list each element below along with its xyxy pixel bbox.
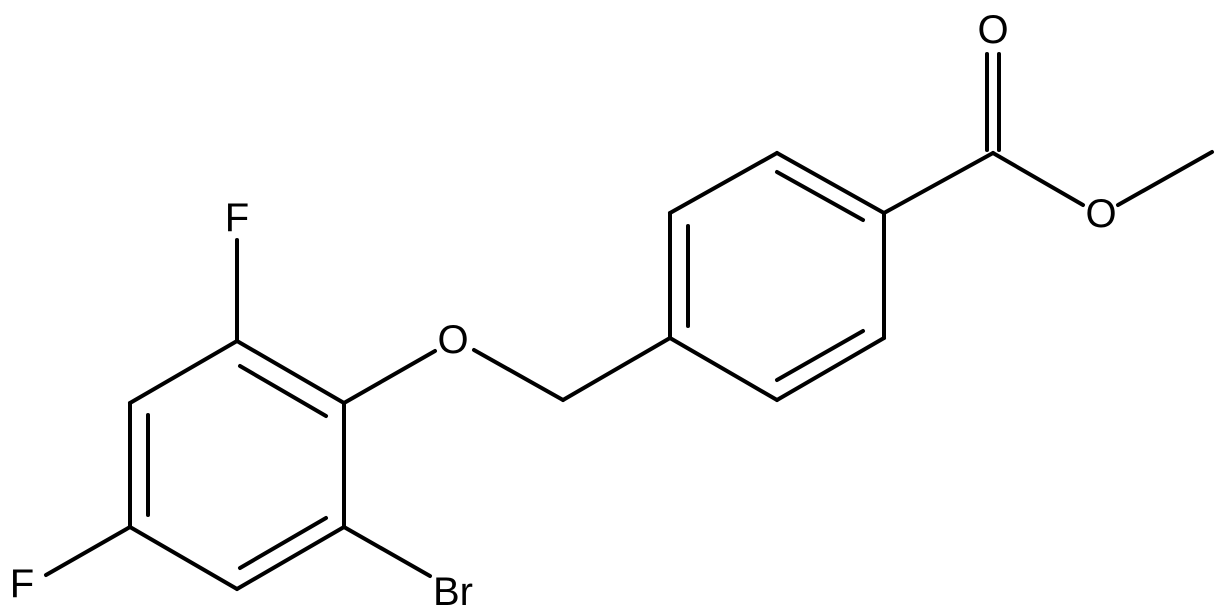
- bond-benzoate-ring-4: [668, 336, 779, 402]
- bonds: [44, 52, 1214, 591]
- ester-oxygen-label: O: [1085, 192, 1116, 236]
- bond-aryl-ring-1-inner: [238, 364, 328, 418]
- bond-ring-to-carbonyl: [882, 151, 995, 215]
- bond-benzoate-ring-1-inner: [775, 170, 865, 222]
- bond-aryl-ring-5-inner: [238, 516, 328, 570]
- bond-carbonyl-to-ester-oxygen: [991, 151, 1085, 207]
- bond-ch2-to-ether-oxygen: [472, 348, 565, 402]
- bond-aryl-ring-2: [128, 339, 239, 405]
- bond-benzoate-ring-1: [775, 151, 886, 215]
- bond-aryl-ring-5: [235, 525, 346, 591]
- bond-ring-to-fluorine-bottom: [44, 525, 132, 577]
- bond-ring-to-bromine: [342, 525, 432, 578]
- fluorine-bottom-label: F: [10, 562, 34, 606]
- bromine-label: Br: [433, 570, 473, 614]
- bond-aryl-ring-1: [235, 339, 346, 405]
- bond-ether-oxygen-to-ring: [342, 349, 437, 405]
- bond-ester-oxygen-to-methyl: [1116, 150, 1214, 207]
- bond-benzoate-ring-5-inner: [775, 329, 865, 382]
- bond-aryl-ring-4: [128, 525, 239, 591]
- fluorine-top-label: F: [225, 196, 249, 240]
- bond-benzoate-ring-2: [668, 151, 779, 215]
- carbonyl-oxygen-label: O: [977, 8, 1008, 52]
- atom-labels: O O O F F Br: [10, 8, 1117, 614]
- ether-oxygen-label: O: [437, 318, 468, 362]
- bond-ring-to-ch2: [561, 336, 672, 402]
- bond-benzoate-ring-5: [775, 336, 886, 402]
